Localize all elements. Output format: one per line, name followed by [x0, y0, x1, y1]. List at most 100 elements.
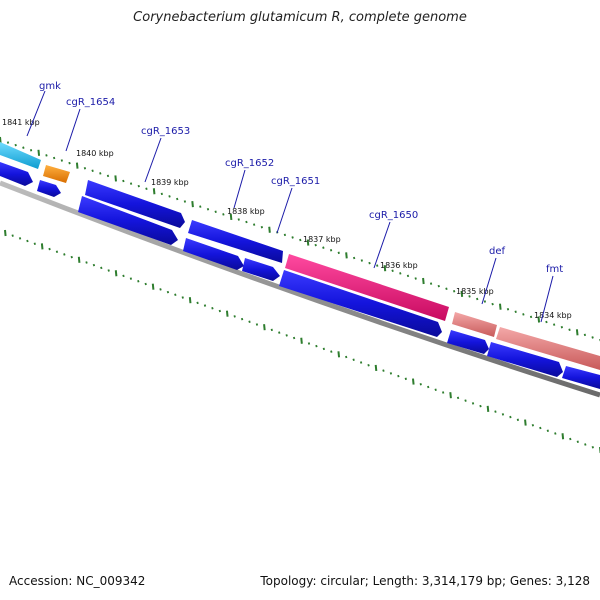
- tick-mark: [545, 320, 548, 324]
- cds-arrow[interactable]: [487, 342, 563, 377]
- gene-label-cgR_1654[interactable]: cgR_1654: [66, 97, 115, 108]
- tick-mark: [248, 320, 251, 324]
- tick-mark: [411, 378, 415, 385]
- gene-label-cgR_1651[interactable]: cgR_1651: [271, 176, 320, 187]
- kbp-label: 1835 kbp: [456, 287, 494, 296]
- tick-mark: [18, 237, 22, 240]
- tick-mark: [483, 300, 487, 303]
- tick-mark: [183, 200, 187, 203]
- gene-label-gmk[interactable]: gmk: [39, 81, 61, 92]
- cds-arrow[interactable]: [447, 330, 489, 354]
- tick-mark: [591, 336, 594, 339]
- tick-mark: [92, 263, 96, 267]
- tick-mark: [476, 297, 479, 301]
- tick-mark: [33, 242, 36, 245]
- tick-mark: [471, 402, 475, 405]
- tick-mark: [499, 303, 502, 310]
- gene-def[interactable]: [452, 312, 497, 337]
- cds-arrow[interactable]: [183, 238, 244, 270]
- kbp-label: 1838 kbp: [227, 207, 265, 216]
- tick-mark: [345, 355, 348, 359]
- label-leader: [481, 257, 497, 305]
- tick-mark: [315, 344, 318, 348]
- tick-mark: [229, 213, 233, 221]
- tick-mark: [268, 226, 271, 233]
- tick-mark: [199, 205, 202, 208]
- tick-mark: [240, 317, 244, 321]
- tick-mark: [427, 385, 430, 389]
- tick-mark: [568, 328, 571, 332]
- tick-mark: [26, 239, 29, 243]
- gene-label-cgR_1653[interactable]: cgR_1653: [141, 126, 190, 137]
- tick-mark: [539, 426, 542, 430]
- tick-mark: [218, 309, 221, 313]
- tick-mark: [233, 315, 236, 318]
- tick-mark: [434, 388, 437, 391]
- kbp-label: 1837 kbp: [303, 235, 341, 244]
- tick-mark: [252, 223, 256, 226]
- tick-mark: [137, 184, 140, 188]
- tick-mark: [29, 148, 33, 152]
- gene-cgR_1650[interactable]: [285, 254, 449, 321]
- tick-mark: [389, 372, 393, 375]
- cds-arrow[interactable]: [0, 162, 33, 186]
- tick-mark: [531, 424, 535, 427]
- tick-mark: [337, 251, 340, 255]
- tick-mark: [452, 290, 456, 293]
- tick-mark: [560, 325, 564, 329]
- tick-mark: [360, 259, 364, 262]
- cds-arrow[interactable]: [242, 258, 280, 281]
- gene-cgR_1654[interactable]: [43, 165, 70, 183]
- tick-mark: [203, 304, 207, 307]
- tick-mark: [52, 156, 56, 160]
- tick-mark: [129, 277, 133, 280]
- gene-label-fmt[interactable]: fmt: [546, 264, 563, 275]
- tick-mark: [509, 415, 512, 419]
- tick-mark: [160, 192, 164, 196]
- gene-label-def[interactable]: def: [489, 246, 506, 257]
- tick-mark: [456, 396, 460, 400]
- tick-mark: [196, 301, 199, 305]
- tick-mark: [383, 265, 387, 272]
- tick-mark: [306, 239, 310, 246]
- tick-mark: [322, 246, 325, 249]
- tick-mark: [0, 136, 2, 144]
- tick-mark: [314, 243, 317, 247]
- gene-fmt[interactable]: [496, 327, 600, 370]
- tick-mark: [569, 437, 572, 441]
- cds-arrow[interactable]: [562, 366, 600, 389]
- tick-mark: [404, 377, 407, 381]
- tick-mark: [4, 229, 7, 237]
- tick-mark: [11, 234, 14, 237]
- gene-track-colored: [0, 142, 600, 370]
- tick-mark: [368, 261, 371, 265]
- tick-mark: [285, 334, 288, 337]
- tick-mark: [376, 264, 379, 267]
- kbp-label: 1839 kbp: [151, 178, 189, 187]
- kbp-label: 1841 kbp: [2, 118, 40, 127]
- label-leader: [144, 137, 162, 183]
- tick-mark: [107, 269, 110, 272]
- tick-mark: [211, 307, 214, 310]
- tick-mark: [263, 324, 266, 331]
- tick-mark: [479, 404, 482, 408]
- gene-gmk[interactable]: [0, 142, 41, 169]
- cds-arrow[interactable]: [279, 270, 442, 337]
- label-leader: [276, 187, 293, 234]
- kbp-label: 1840 kbp: [76, 149, 114, 158]
- tick-mark: [45, 154, 48, 157]
- tick-mark: [22, 146, 25, 149]
- tick-mark: [48, 247, 51, 251]
- tick-mark: [60, 159, 64, 162]
- cds-arrow[interactable]: [188, 220, 283, 263]
- kbp-label: 1834 kbp: [534, 311, 572, 320]
- cds-arrow[interactable]: [37, 180, 61, 197]
- tick-mark: [406, 274, 410, 278]
- gene-label-cgR_1652[interactable]: cgR_1652: [225, 158, 274, 169]
- gene-label-cgR_1650[interactable]: cgR_1650: [369, 210, 418, 221]
- tick-mark: [168, 195, 171, 198]
- cds-arrow[interactable]: [78, 196, 178, 245]
- cds-arrow[interactable]: [85, 180, 185, 228]
- label-leader: [373, 221, 391, 269]
